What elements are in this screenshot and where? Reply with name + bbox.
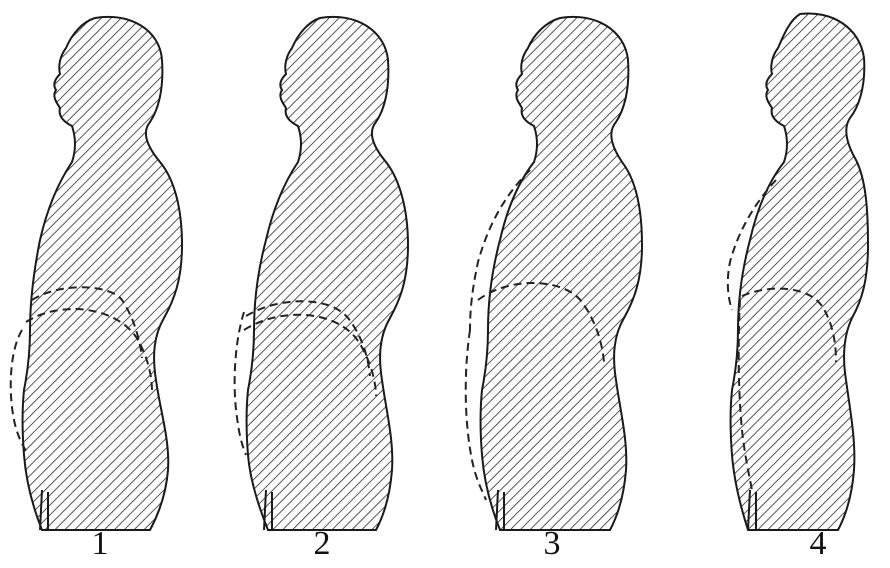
figure-label-1: 1 — [70, 524, 130, 564]
torso-silhouette-1 — [23, 17, 183, 530]
front-dashed-line-2 — [235, 312, 246, 455]
figure-label-4: 4 — [788, 524, 848, 564]
figure-label-2: 2 — [292, 524, 352, 564]
figure-3 — [466, 17, 642, 530]
figure-2 — [235, 17, 408, 530]
torso-silhouette-2 — [247, 17, 409, 530]
torso-silhouette-4 — [731, 13, 869, 530]
figure-label-3: 3 — [522, 524, 582, 564]
figure-4 — [728, 13, 868, 530]
torso-silhouette-3 — [481, 17, 643, 530]
figure-1 — [11, 17, 182, 530]
